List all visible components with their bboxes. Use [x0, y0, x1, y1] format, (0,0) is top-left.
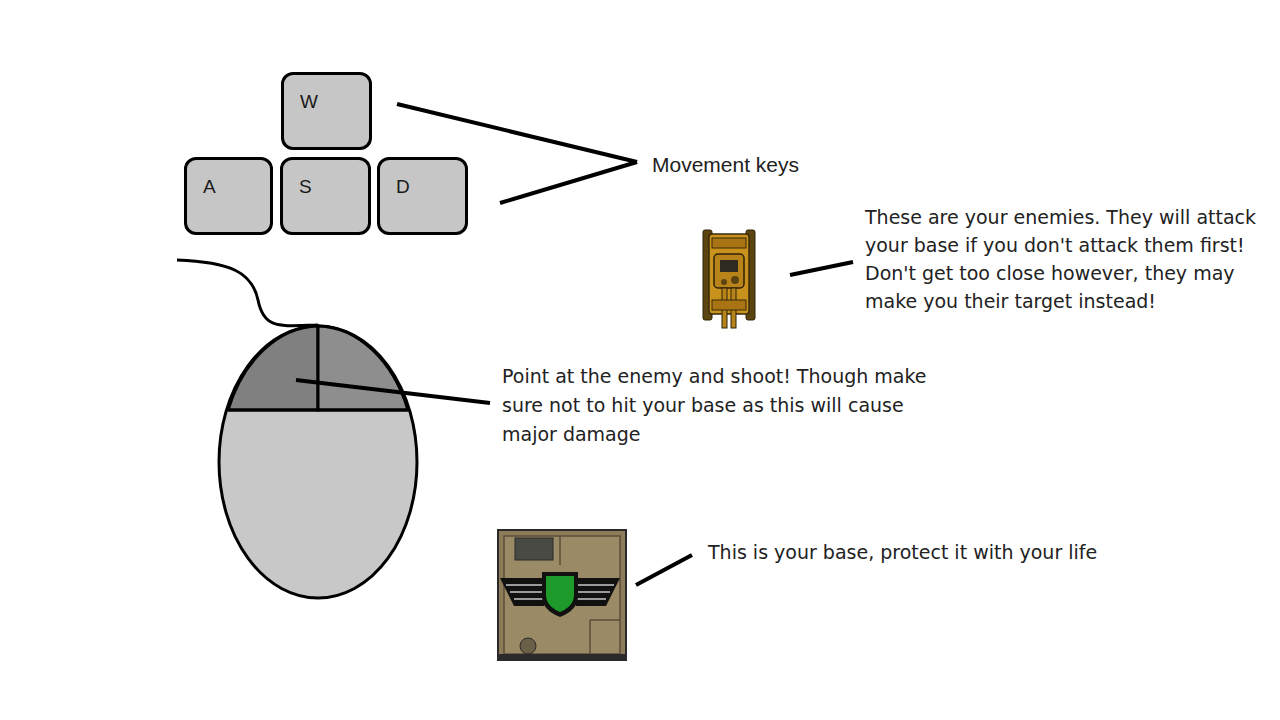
base-building	[498, 530, 626, 660]
enemy-note: These are your enemies. They will attack…	[865, 203, 1270, 315]
keyboard-key: S	[280, 157, 371, 235]
base-note: This is your base, protect it with your …	[708, 538, 1228, 566]
key-label: W	[284, 75, 318, 113]
leader-line	[790, 262, 853, 275]
keyboard-key: A	[184, 157, 273, 235]
keyboard-key: W	[281, 72, 372, 150]
mouse-illustration	[177, 260, 417, 598]
leader-line	[296, 380, 490, 403]
key-label: A	[187, 160, 216, 198]
leader-line	[500, 162, 637, 203]
key-label: D	[380, 160, 410, 198]
key-label: S	[283, 160, 312, 198]
caption-label: Movement keys	[652, 151, 892, 179]
enemy-tank	[703, 230, 755, 328]
keyboard-key: D	[377, 157, 468, 235]
leader-line	[636, 555, 692, 585]
leader-line	[397, 104, 637, 162]
mouse-note: Point at the enemy and shoot! Though mak…	[502, 362, 964, 449]
